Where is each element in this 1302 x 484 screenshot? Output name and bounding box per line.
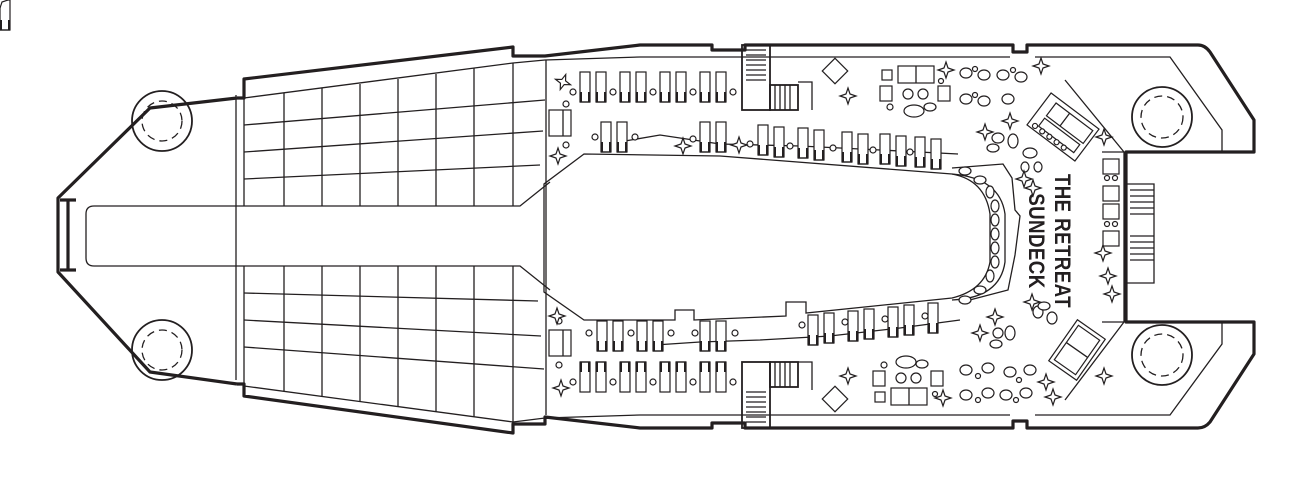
stern-grid-top xyxy=(243,63,546,206)
lounge-seating-top xyxy=(879,65,951,118)
bow-gangway xyxy=(1126,183,1155,284)
zone-label-line2: SUNDECK xyxy=(1024,193,1049,289)
aft-side-tables xyxy=(548,100,572,369)
cabana-bottom xyxy=(1047,318,1107,382)
bow-deck-edge xyxy=(1064,79,1125,401)
zone-label-line1: THE RETREAT xyxy=(1050,173,1075,309)
cafe-chairs-top xyxy=(959,65,1043,173)
cabana-top xyxy=(1026,92,1100,162)
mooring-bollards xyxy=(131,86,1193,386)
loungers-top-inner xyxy=(591,121,942,170)
loungers-top-outer xyxy=(0,0,737,103)
bow-daybeds xyxy=(1102,152,1125,322)
pool-area xyxy=(543,134,1021,346)
stairs-top xyxy=(741,44,813,111)
hull-outline xyxy=(56,43,1256,435)
star-plant-markers xyxy=(0,0,1121,407)
loungers-bottom-inner xyxy=(585,302,939,352)
diamond-markers xyxy=(821,57,849,413)
loungers-bottom-outer xyxy=(569,361,737,393)
stern-walkway xyxy=(85,60,551,415)
cafe-chairs-bottom xyxy=(959,301,1058,404)
stern-grid-bottom xyxy=(243,266,545,422)
pool-edge-seats xyxy=(958,166,1000,305)
stairs-bottom xyxy=(741,361,813,429)
lounge-seating-bottom xyxy=(872,355,944,406)
